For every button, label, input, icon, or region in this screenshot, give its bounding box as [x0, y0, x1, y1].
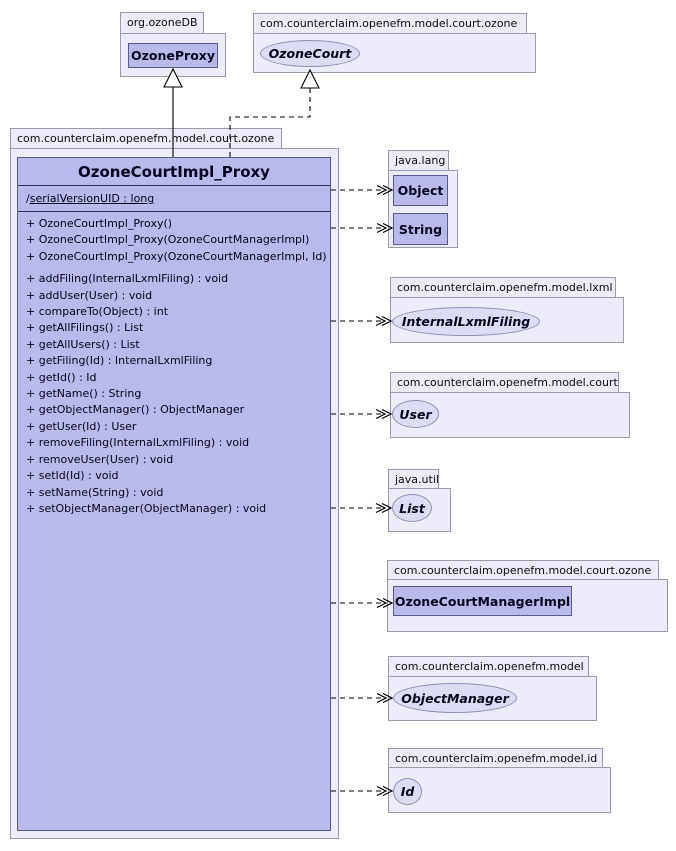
dependency-edge-user [331, 408, 393, 420]
method-row: + compareTo(Object) : int [26, 305, 169, 319]
attribute-serialversionuid: serialVersionUID : long [29, 192, 155, 205]
package-tab-court-ozone-manager: com.counterclaim.openefm.model.court.ozo… [387, 560, 659, 579]
package-tab-court-ozone-top: com.counterclaim.openefm.model.court.ozo… [253, 13, 527, 33]
package-tab-lxml: com.counterclaim.openefm.model.lxml [390, 277, 616, 297]
method-row: + setName(String) : void [26, 485, 164, 499]
class-node-ozonecourtmanagerimpl: OzoneCourtManagerImpl [393, 586, 572, 616]
attribute-compartment: / serialVersionUID : long [18, 186, 330, 212]
package-tab-java-lang: java.lang [388, 150, 449, 170]
package-tab-id: com.counterclaim.openefm.model.id [388, 748, 603, 767]
attribute-derived-prefix: / [26, 192, 30, 205]
dependency-edge-id [331, 785, 394, 797]
class-node-object: Object [393, 175, 448, 206]
dependency-edge-ozonecourtmanagerimpl [331, 597, 394, 609]
class-title: OzoneCourtImpl_Proxy [18, 158, 330, 186]
method-row: + getId() : Id [26, 370, 97, 384]
package-tab-main: com.counterclaim.openefm.model.court.ozo… [10, 128, 282, 148]
method-row: + getName() : String [26, 387, 142, 401]
method-row: + setId(Id) : void [26, 469, 119, 483]
dependency-edge-object [331, 184, 394, 196]
class-node-ozonecourtimpl-proxy: OzoneCourtImpl_Proxy / serialVersionUID … [17, 157, 331, 831]
interface-node-list: List [392, 494, 432, 522]
method-row: + getAllUsers() : List [26, 337, 140, 351]
dependency-edge-objectmanager [331, 692, 394, 704]
method-row: + addFiling(InternalLxmlFiling) : void [26, 272, 229, 286]
method-row: + addUser(User) : void [26, 288, 153, 302]
dependency-edge-list [331, 502, 393, 514]
method-row: + getAllFilings() : List [26, 321, 144, 335]
interface-node-ozonecourt: OzoneCourt [260, 40, 360, 67]
constructor-row: + OzoneCourtImpl_Proxy() [26, 217, 173, 230]
constructor-row: + OzoneCourtImpl_Proxy(OzoneCourtManager… [26, 233, 310, 247]
operation-compartment: + OzoneCourtImpl_Proxy() + OzoneCourtImp… [18, 212, 330, 830]
method-row: + getFiling(Id) : InternalLxmlFiling [26, 354, 213, 368]
interface-node-internallxmlfiling: InternalLxmlFiling [392, 307, 540, 336]
class-node-ozoneproxy: OzoneProxy [128, 43, 218, 68]
dependency-edge-internallxmlfiling [331, 315, 393, 327]
method-row: + getObjectManager() : ObjectManager [26, 403, 245, 417]
method-row: + removeUser(User) : void [26, 452, 174, 466]
interface-node-objectmanager: ObjectManager [393, 683, 517, 713]
package-tab-court: com.counterclaim.openefm.model.court [390, 372, 619, 392]
dependency-edge-string [331, 222, 394, 234]
package-tab-ozonedb: org.ozoneDB [120, 12, 204, 33]
interface-node-id: Id [393, 778, 422, 805]
method-row: + setObjectManager(ObjectManager) : void [26, 501, 267, 515]
constructor-row: + OzoneCourtImpl_Proxy(OzoneCourtManager… [26, 249, 327, 263]
class-node-string: String [393, 213, 448, 245]
interface-node-user: User [392, 400, 439, 428]
package-tab-model: com.counterclaim.openefm.model [388, 656, 589, 676]
package-tab-java-util: java.util [388, 469, 439, 488]
method-row: + removeFiling(InternalLxmlFiling) : voi… [26, 436, 250, 450]
method-row: + getUser(Id) : User [26, 419, 137, 433]
package-body-id [388, 767, 611, 813]
